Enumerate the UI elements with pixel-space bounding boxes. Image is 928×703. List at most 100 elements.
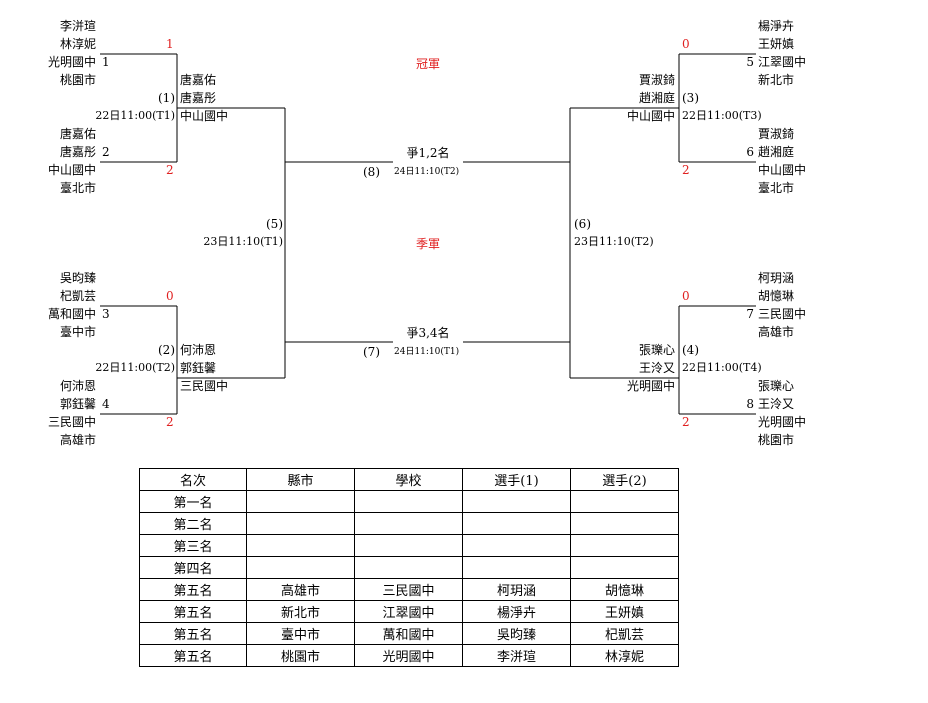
entry-7-school: 三民國中 [758,307,807,321]
city-cell: 桃園市 [246,644,355,667]
entry-1-school: 光明國中 [47,55,96,69]
entry-5-school: 江翠國中 [758,55,807,69]
results-table: 名次 縣市 學校 選手(1) 選手(2) 第一名 第二名 第三名 [139,468,679,667]
match-4-number: (4) [682,343,699,357]
tournament-bracket: 李洴瑄 林淳妮 光明國中 1 桃園市 1 (1) 唐嘉佑 唐嘉彤 中山國中 22… [47,19,807,447]
player-2-cell: 王妍嫃 [570,600,679,623]
match-3-time: 22日11:00(T3) [682,109,762,122]
rank-cell: 第五名 [139,578,247,601]
player-1-cell [462,534,571,557]
match-3-winner-1: 賈淑錡 [638,73,675,87]
entry-8-score: 2 [682,415,690,429]
entry-2-player-2: 唐嘉彤 [59,145,96,159]
entry-5-seed: 5 [746,55,754,69]
table-row: 第二名 [139,512,679,535]
match-4-winner-school: 光明國中 [626,379,675,393]
city-cell: 新北市 [246,600,355,623]
entry-6-city: 臺北市 [758,181,795,195]
entry-1-city: 桃園市 [59,73,96,87]
match-4-winner-2: 王泠又 [638,361,675,375]
school-cell [354,556,463,579]
table-row: 第五名 臺中市 萬和國中 吳昀臻 杞凱芸 [139,622,679,645]
match-3-winner-school: 中山國中 [626,109,675,123]
rank-cell: 第四名 [139,556,247,579]
table-row: 第五名 高雄市 三民國中 柯玥涵 胡憶琳 [139,578,679,601]
player-2-cell [570,512,679,535]
rank-cell: 第一名 [139,490,247,513]
entry-2-school: 中山國中 [47,163,96,177]
entry-5-city: 新北市 [758,73,795,87]
match-2-number: (2) [158,343,175,357]
semi-6-time: 23日11:10(T2) [574,235,654,248]
entry-5-score: 0 [682,37,690,51]
header-city: 縣市 [246,468,355,491]
table-row: 第五名 新北市 江翠國中 楊淨卉 王妍嫃 [139,600,679,623]
match-4-winner-1: 張瓅心 [638,343,675,357]
semi-6-number: (6) [574,217,591,231]
school-cell: 江翠國中 [354,600,463,623]
match-2-winner-school: 三民國中 [180,379,229,393]
match-2-time: 22日11:00(T2) [95,361,175,374]
semi-5-time: 23日11:10(T1) [203,235,283,248]
header-school: 學校 [354,468,463,491]
player-1-cell: 李洴瑄 [462,644,571,667]
player-2-cell: 杞凱芸 [570,622,679,645]
player-1-cell: 柯玥涵 [462,578,571,601]
school-cell: 光明國中 [354,644,463,667]
match-1-winner-school: 中山國中 [180,109,229,123]
entry-6-player-1: 賈淑錡 [758,127,795,141]
player-1-cell [462,512,571,535]
player-1-cell: 楊淨卉 [462,600,571,623]
entry-6-score: 2 [682,163,690,177]
champion-label: 冠軍 [415,57,441,71]
third-place-label: 季軍 [415,237,441,251]
entry-3-player-2: 杞凱芸 [59,289,96,303]
table-row: 第三名 [139,534,679,557]
entry-2-seed: 2 [102,145,110,159]
rank-cell: 第二名 [139,512,247,535]
school-cell: 萬和國中 [354,622,463,645]
entry-6-seed: 6 [746,145,754,159]
entry-4-player-2: 郭鈺馨 [59,397,96,411]
entry-7-player-1: 柯玥涵 [758,271,795,285]
rank-cell: 第五名 [139,622,247,645]
rank-cell: 第五名 [139,644,247,667]
third-match-title: 爭3,4名 [406,326,450,340]
entry-7-player-2: 胡憶琳 [758,289,795,303]
table-row: 第四名 [139,556,679,579]
match-1-winner-1: 唐嘉佑 [180,73,217,87]
entry-8-school: 光明國中 [758,415,807,429]
header-rank: 名次 [139,468,247,491]
entry-6-school: 中山國中 [758,163,807,177]
final-match-number: (8) [363,165,380,179]
entry-6-player-2: 趙湘庭 [758,145,795,159]
header-player-1: 選手(1) [462,468,571,491]
city-cell [246,512,355,535]
entry-3-school: 萬和國中 [47,307,96,321]
city-cell [246,556,355,579]
player-1-cell: 吳昀臻 [462,622,571,645]
entry-8-seed: 8 [746,397,754,411]
entry-3-score: 0 [166,289,174,303]
player-2-cell [570,556,679,579]
city-cell [246,490,355,513]
school-cell [354,512,463,535]
city-cell: 臺中市 [246,622,355,645]
entry-4-score: 2 [166,415,174,429]
final-time: 24日11:10(T2) [394,167,460,177]
results-header-row: 名次 縣市 學校 選手(1) 選手(2) [139,468,679,491]
entry-2-city: 臺北市 [59,181,96,195]
rank-cell: 第三名 [139,534,247,557]
entry-7-city: 高雄市 [758,325,795,339]
entry-2-player-1: 唐嘉佑 [59,127,96,141]
semi-5-number: (5) [266,217,283,231]
city-cell: 高雄市 [246,578,355,601]
player-2-cell [570,490,679,513]
entry-5-player-1: 楊淨卉 [758,19,795,33]
entry-5-player-2: 王妍嫃 [758,37,795,51]
entry-8-player-1: 張瓅心 [758,379,795,393]
entry-7-seed: 7 [746,307,754,321]
entry-4-player-1: 何沛恩 [59,379,96,393]
third-match-time: 24日11:10(T1) [394,347,460,357]
school-cell [354,490,463,513]
